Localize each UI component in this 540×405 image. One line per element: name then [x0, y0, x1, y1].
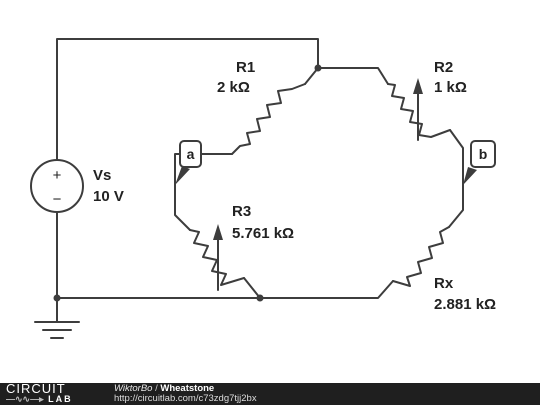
plus-sign: +	[53, 167, 62, 184]
r2-wiper-arrow-icon	[413, 78, 423, 141]
r3-name-label: R3	[232, 203, 251, 220]
circuit-schematic: + − Vs 10 V R1 2 kΩ R2 1 kΩ R3 5.761 kΩ …	[30, 38, 496, 339]
resistor-rx-zigzag[interactable]	[392, 226, 450, 287]
r2-value-label: 1 kΩ	[434, 79, 467, 96]
minus-sign: −	[53, 191, 62, 208]
probe-a[interactable]: a	[175, 140, 202, 185]
junction-dot	[256, 294, 264, 302]
probe-b[interactable]: b	[463, 140, 496, 185]
wires	[56, 38, 464, 323]
circuitlab-logo[interactable]: CIRCUIT —∿∿—▸ LAB	[6, 381, 102, 405]
probe-b-label: b	[479, 146, 488, 162]
ground-icon	[34, 321, 80, 339]
vs-name-label: Vs	[93, 167, 111, 184]
vs-value-label: 10 V	[93, 188, 124, 205]
resistor-r3-zigzag[interactable]	[189, 229, 245, 286]
logo-top-text: CIRCUIT	[6, 381, 66, 396]
rx-name-label: Rx	[434, 275, 454, 292]
voltage-source-vs[interactable]: + −	[30, 159, 84, 213]
rx-value-label: 2.881 kΩ	[434, 296, 496, 313]
logo-resistor-icon: —∿∿—▸	[6, 394, 44, 404]
resistor-r2-zigzag[interactable]	[387, 83, 451, 138]
circuit-title[interactable]: Wheatstone	[160, 383, 215, 394]
footer-text: WiktorBo / Wheatstone http://circuitlab.…	[114, 384, 257, 404]
r1-name-label: R1	[236, 59, 255, 76]
circuit-url-link[interactable]: http://circuitlab.com/c73zdg7tjj2bx	[114, 393, 257, 404]
footer-bar: CIRCUIT —∿∿—▸ LAB WiktorBo / Wheatstone …	[0, 381, 540, 405]
r1-value-label: 2 kΩ	[217, 79, 250, 96]
resistor-r1-zigzag[interactable]	[231, 83, 306, 155]
author-link[interactable]: WiktorBo	[114, 383, 153, 394]
probe-a-label: a	[187, 146, 195, 162]
footer-separator: /	[155, 383, 158, 394]
r3-value-label: 5.761 kΩ	[232, 225, 294, 242]
r3-wiper-arrow-icon	[213, 224, 223, 291]
logo-bottom-row: —∿∿—▸ LAB	[6, 394, 73, 404]
junction-dot	[314, 64, 322, 72]
logo-bottom-text: LAB	[48, 394, 73, 404]
junction-dot	[53, 294, 61, 302]
r2-name-label: R2	[434, 59, 453, 76]
